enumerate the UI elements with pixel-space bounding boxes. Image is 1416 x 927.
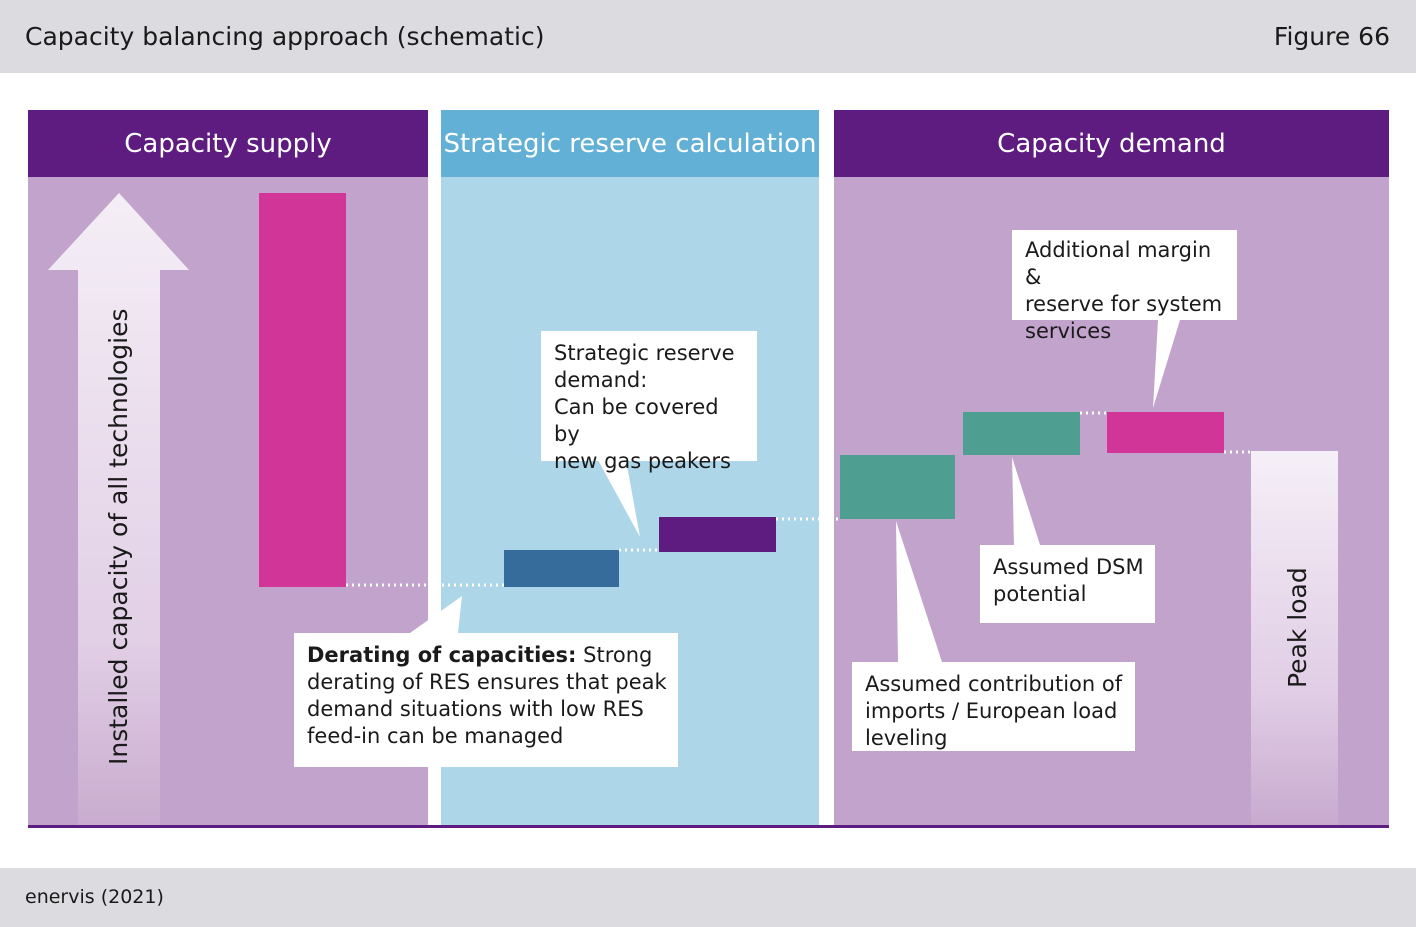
derating-callout: Derating of capacities: Strong derating … bbox=[294, 633, 678, 767]
footer-band bbox=[0, 868, 1416, 927]
dsm-callout-pointer bbox=[1012, 457, 1040, 545]
margin-callout: Additional margin & reserve for system s… bbox=[1012, 230, 1237, 343]
installed-capacity-bar bbox=[259, 193, 346, 587]
installed-capacity-label: Installed capacity of all technologies bbox=[104, 308, 133, 765]
strategic-callout-line2: demand: bbox=[554, 368, 648, 392]
strategic-callout-line1: Strategic reserve bbox=[554, 341, 735, 365]
margin-reserve-bar bbox=[1107, 412, 1224, 453]
imports-callout-pointer bbox=[896, 521, 942, 662]
dsm-callout: Assumed DSM potential bbox=[980, 545, 1155, 623]
strategic-callout-line3: Can be covered by bbox=[554, 395, 719, 446]
margin-callout-line3: services bbox=[1025, 319, 1112, 343]
figure-title: Capacity balancing approach (schematic) bbox=[25, 22, 545, 51]
imports-callout: Assumed contribution of imports / Europe… bbox=[852, 662, 1135, 751]
header-band bbox=[0, 0, 1416, 73]
derating-callout-line3: demand situations with low RES bbox=[307, 697, 644, 721]
derating-callout-line1: Strong bbox=[576, 643, 653, 667]
strategic-callout: Strategic reserve demand: Can be covered… bbox=[541, 331, 757, 473]
imports-contribution-bar bbox=[840, 455, 955, 519]
baseline-axis bbox=[28, 825, 1389, 828]
peak-load-bar bbox=[1251, 451, 1338, 825]
panel-reserve-header: Strategic reserve calculation bbox=[441, 110, 819, 177]
derating-callout-line4: feed-in can be managed bbox=[307, 724, 564, 748]
derating-callout-line2: derating of RES ensures that peak bbox=[307, 670, 667, 694]
peak-load-label: Peak load bbox=[1283, 567, 1312, 688]
figure-number: Figure 66 bbox=[1273, 22, 1390, 51]
panel-demand-header: Capacity demand bbox=[834, 110, 1389, 177]
imports-callout-line2: imports / European load bbox=[865, 699, 1118, 723]
installed-capacity-arrow bbox=[48, 193, 189, 825]
dsm-callout-line1: Assumed DSM bbox=[993, 555, 1144, 579]
derating-callout-pointer bbox=[410, 596, 462, 633]
margin-callout-line2: reserve for system bbox=[1025, 292, 1223, 316]
derating-bar bbox=[504, 550, 619, 587]
margin-callout-pointer bbox=[1153, 320, 1180, 408]
strategic-callout-line4: new gas peakers bbox=[554, 449, 731, 473]
imports-callout-line3: leveling bbox=[865, 726, 948, 750]
dsm-potential-bar bbox=[963, 412, 1080, 455]
imports-callout-line1: Assumed contribution of bbox=[865, 672, 1123, 696]
derating-callout-lead: Derating of capacities: bbox=[307, 643, 577, 667]
strategic-callout-pointer bbox=[598, 460, 640, 537]
dsm-callout-line2: potential bbox=[993, 582, 1087, 606]
panel-supply-header: Capacity supply bbox=[28, 110, 428, 177]
margin-callout-line1: Additional margin & bbox=[1025, 238, 1212, 289]
source-note: enervis (2021) bbox=[25, 886, 164, 908]
strategic-reserve-bar bbox=[659, 517, 776, 552]
